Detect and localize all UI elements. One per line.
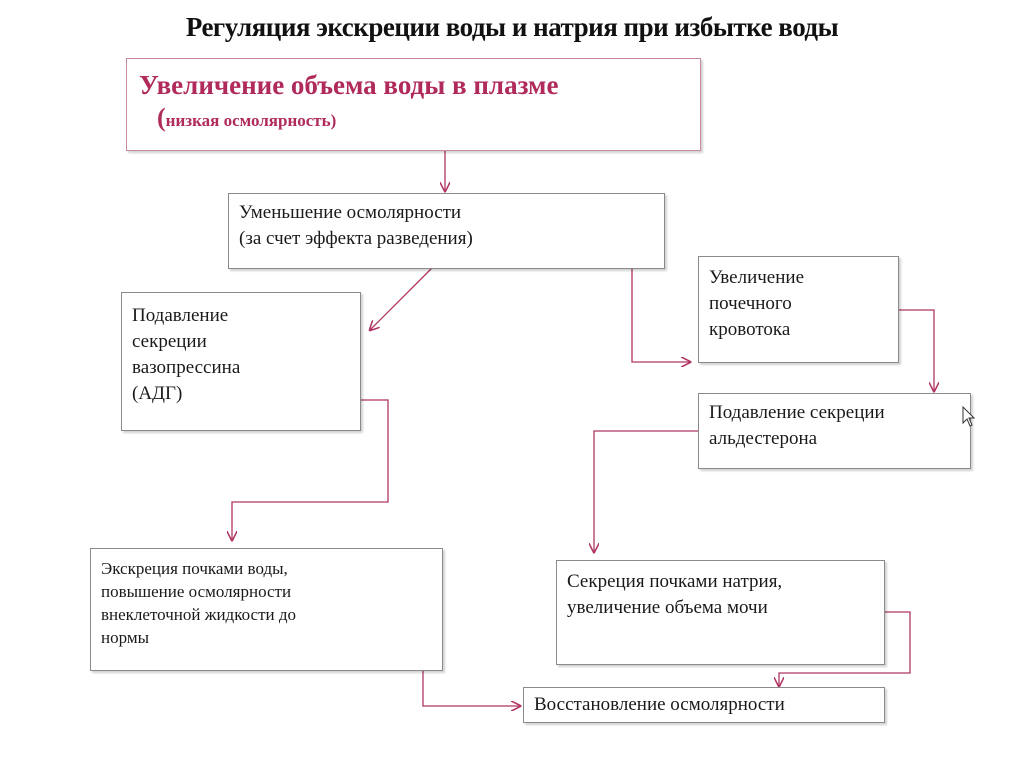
box-text: (за счет эффекта разведения): [239, 228, 473, 249]
box-plasma-volume-increase: Увеличение объема воды в плазме (низкая …: [126, 58, 701, 151]
box-osmolarity-decrease: Уменьшение осмолярности (за счет эффекта…: [228, 193, 665, 269]
arrow-sodium-to-restoration: [779, 611, 911, 686]
box-text: Подавление: [132, 305, 229, 326]
paren: (: [157, 103, 166, 132]
box-vasopressin-suppression: Подавление секреции вазопрессина (АДГ): [121, 292, 361, 431]
box-text: кровотока: [709, 319, 791, 340]
arrow-renal-flow-to-aldosterone: [898, 309, 934, 391]
box-text: альдестерона: [709, 428, 818, 449]
slide-title: Регуляция экскреции воды и натрия при из…: [185, 12, 839, 42]
box-text: увеличение объема мочи: [567, 597, 768, 618]
box-text: почечного: [709, 293, 792, 314]
box-text: Увеличение: [709, 267, 805, 288]
arrow-water-to-restoration: [330, 669, 520, 706]
arrow-vasopressin-to-water-excretion: [232, 399, 389, 540]
subtext: низкая осмолярность): [165, 111, 337, 130]
box-text: нормы: [101, 628, 150, 647]
box-text: Восстановление осмолярности: [534, 694, 785, 715]
box-text: (АДГ): [132, 383, 183, 404]
box-text: Уменьшение осмолярности: [239, 202, 462, 223]
box-text: Увеличение объема воды в плазме: [139, 70, 559, 100]
arrow-osmolarity-to-renal-flow: [583, 267, 690, 362]
arrow-osmolarity-to-vasopressin: [370, 267, 433, 330]
box-renal-blood-flow: Увеличение почечного кровотока: [698, 256, 899, 363]
box-text: Подавление секреции: [709, 402, 885, 423]
box-aldosterone-suppression: Подавление секреции альдестерона: [698, 393, 971, 469]
box-water-excretion: Экскреция почками воды, повышение осмоля…: [90, 548, 443, 671]
box-osmolarity-restoration: Восстановление осмолярности: [523, 687, 885, 723]
box-text: повышение осмолярности: [101, 582, 292, 601]
box-subtext: (низкая осмолярность): [139, 103, 688, 136]
box-text: секреции: [132, 331, 207, 352]
box-text: внеклеточной жидкости до: [101, 605, 297, 624]
box-text: Секреция почками натрия,: [567, 571, 783, 592]
box-sodium-secretion: Секреция почками натрия, увеличение объе…: [556, 560, 885, 665]
arrow-aldosterone-to-sodium: [594, 430, 698, 552]
mouse-cursor-icon: [962, 406, 976, 427]
box-text: Экскреция почками воды,: [101, 559, 288, 578]
box-text: вазопрессина: [132, 357, 241, 378]
